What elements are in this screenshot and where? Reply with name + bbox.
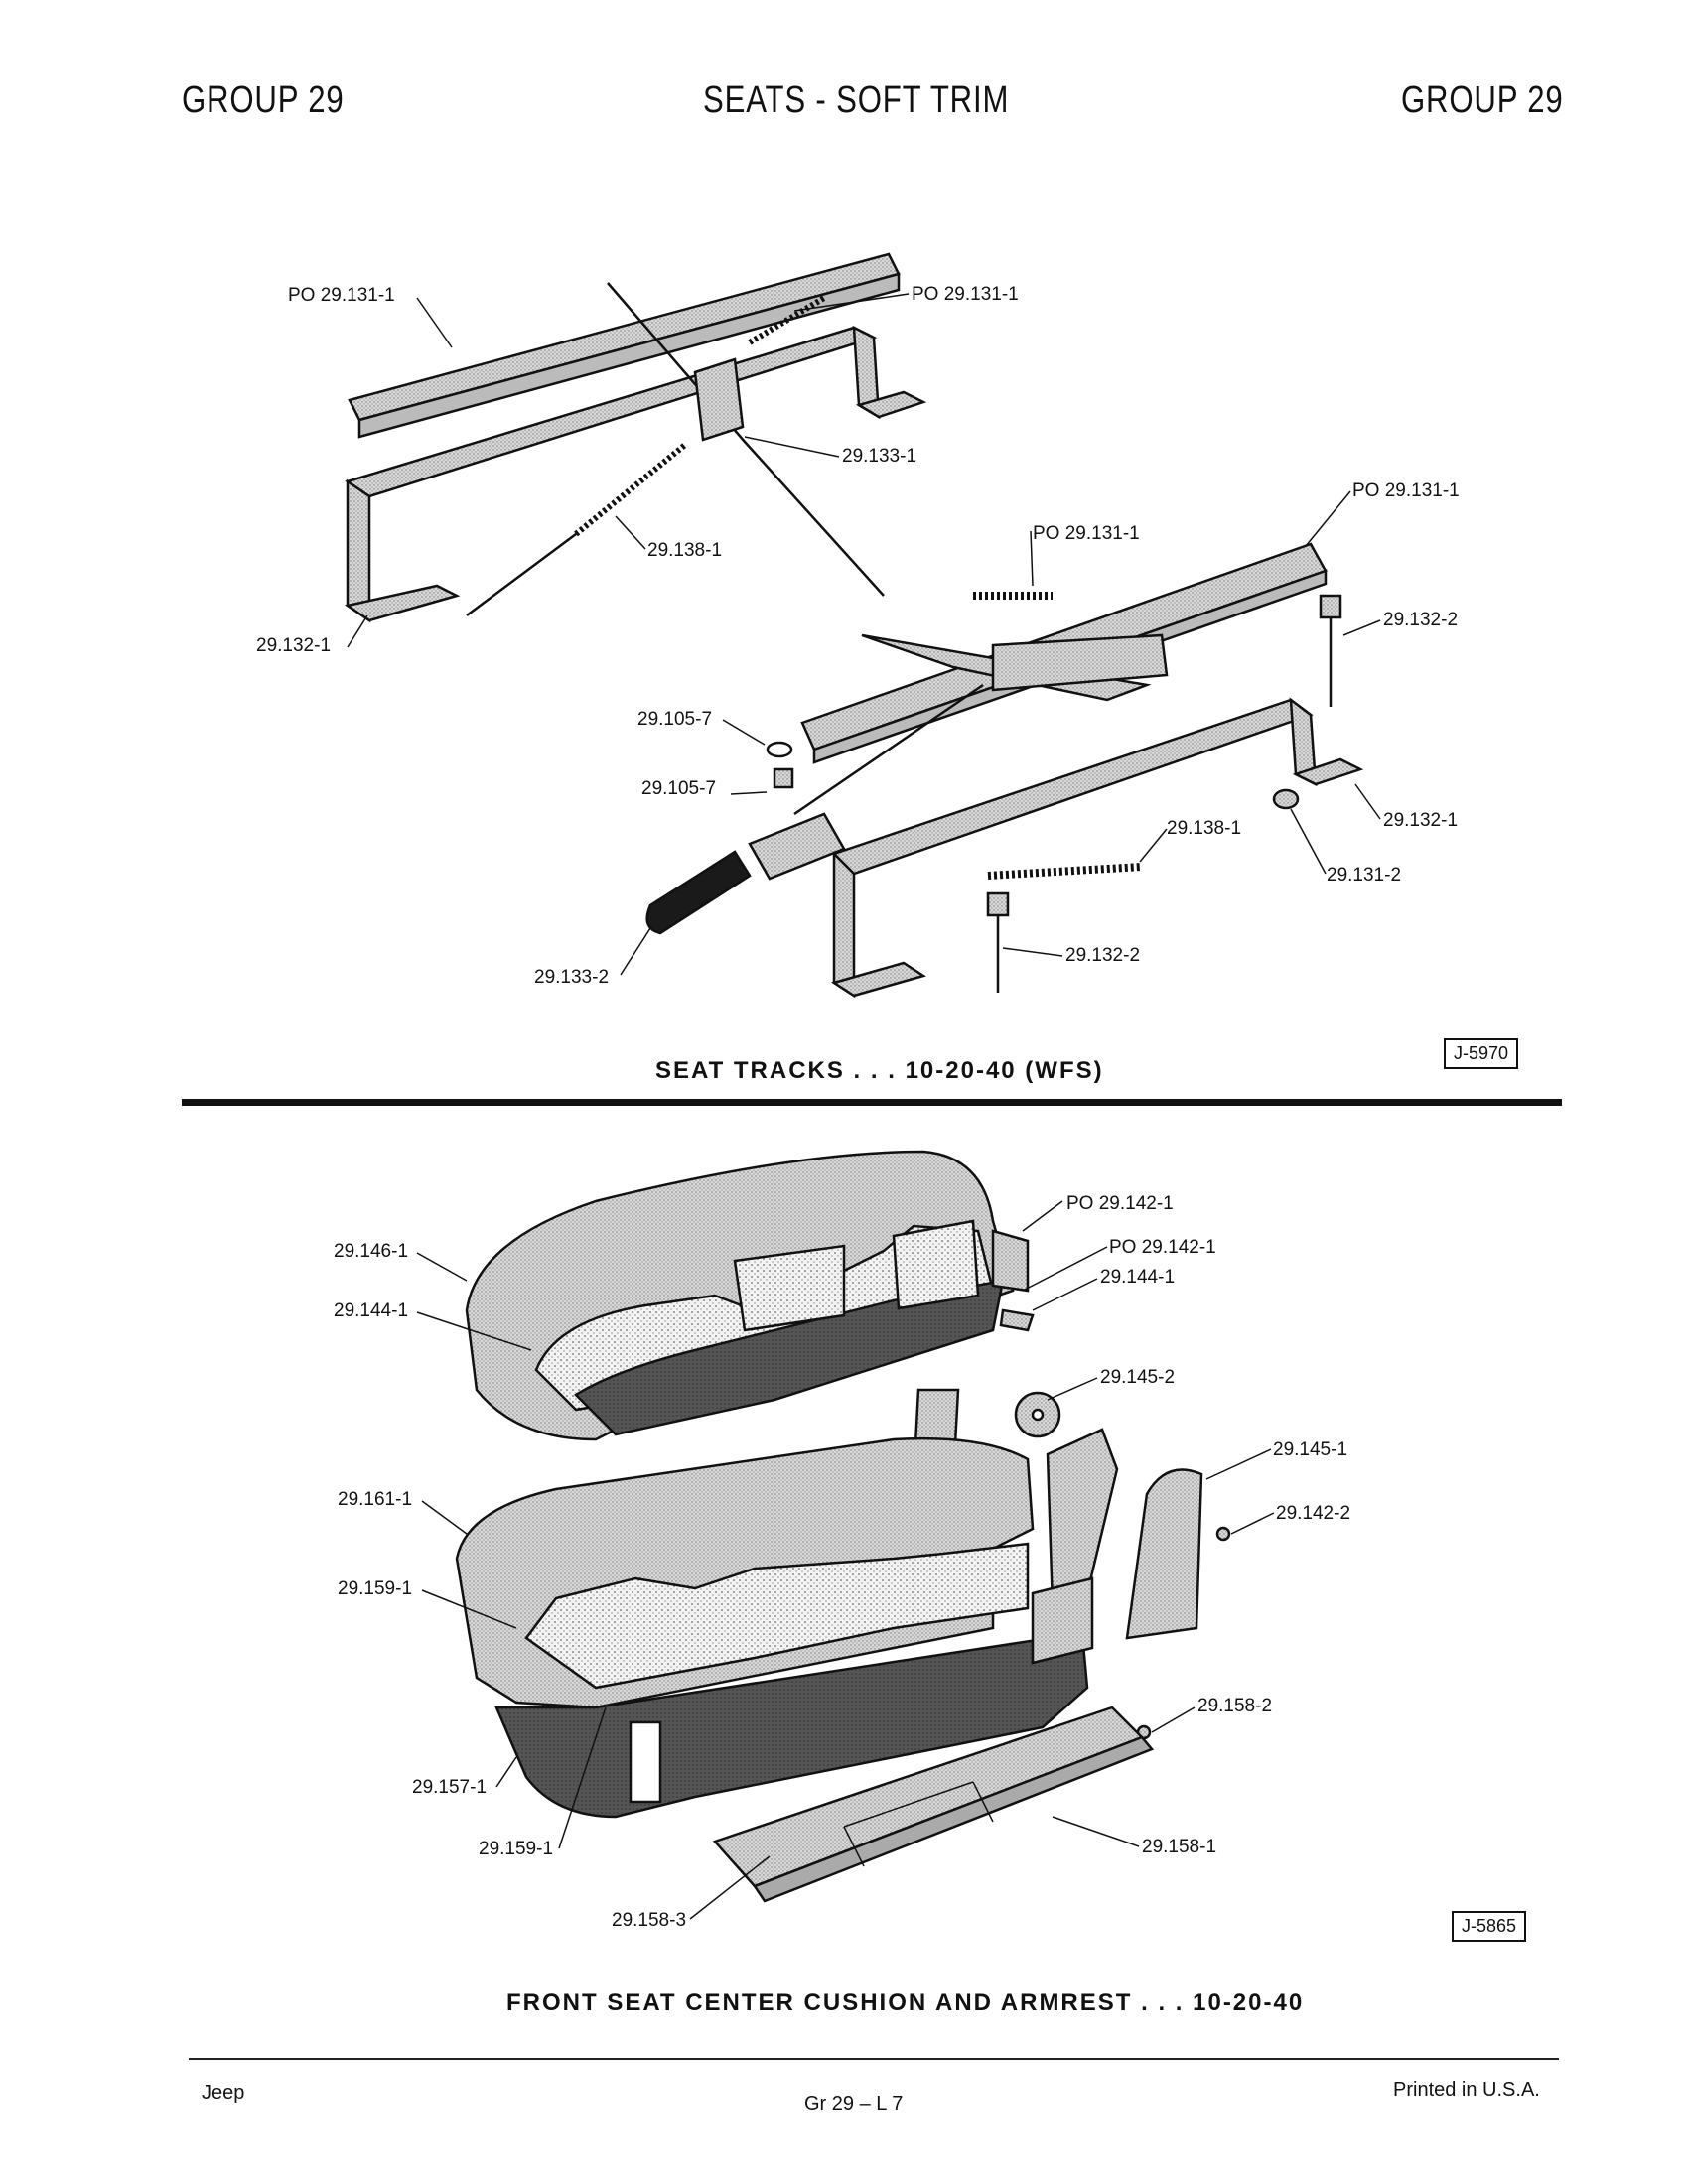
figure-caption-seat-tracks: SEAT TRACKS . . . 10-20-40 (WFS) xyxy=(655,1057,1104,1084)
callout-29-159-1-b: 29.159-1 xyxy=(479,1839,553,1859)
callout-29-157-1: 29.157-1 xyxy=(412,1777,487,1798)
callout-29-145-2: 29.145-2 xyxy=(1100,1367,1175,1388)
header-group-right: GROUP 29 xyxy=(1401,79,1564,121)
section-divider xyxy=(182,1099,1562,1106)
callout-29-145-1: 29.145-1 xyxy=(1273,1439,1347,1460)
callout-po-29-131-1-d: PO 29.131-1 xyxy=(1352,480,1460,501)
footer-printed: Printed in U.S.A. xyxy=(1393,2079,1540,2101)
callout-po-29-142-1-a: PO 29.142-1 xyxy=(1066,1193,1174,1214)
armrest-leaders xyxy=(416,1200,1275,1920)
figure-code-j-5970: J-5970 xyxy=(1444,1038,1519,1069)
armrest-callouts: PO 29.142-1 PO 29.142-1 29.146-1 29.144-… xyxy=(334,1193,1350,1931)
callout-29-158-3: 29.158-3 xyxy=(612,1910,686,1931)
callout-29-132-2-a: 29.132-2 xyxy=(1383,610,1458,630)
header-group-left: GROUP 29 xyxy=(182,79,345,121)
callout-po-29-131-1-c: PO 29.131-1 xyxy=(1033,523,1140,544)
armrest-illustration xyxy=(455,1150,1231,1903)
footer-page-number: Gr 29 – L 7 xyxy=(804,2093,904,2115)
footer-divider xyxy=(189,2058,1559,2060)
callout-29-158-1: 29.158-1 xyxy=(1142,1837,1216,1857)
figure-code-j-5865: J-5865 xyxy=(1452,1911,1527,1942)
seat-track-callouts: PO 29.131-1 PO 29.131-1 29.133-1 29.138-… xyxy=(256,284,1460,988)
callout-29-138-1-b: 29.138-1 xyxy=(1167,818,1241,839)
figure-caption-center-cushion: FRONT SEAT CENTER CUSHION AND ARMREST . … xyxy=(506,1989,1305,2016)
callout-29-132-1-a: 29.132-1 xyxy=(256,635,331,656)
footer-brand: Jeep xyxy=(202,2082,245,2104)
callout-29-133-1: 29.133-1 xyxy=(842,446,916,467)
callout-29-105-7-b: 29.105-7 xyxy=(641,778,716,799)
callout-29-105-7-a: 29.105-7 xyxy=(637,709,712,730)
callout-29-146-1: 29.146-1 xyxy=(334,1241,408,1262)
callout-29-159-1-a: 29.159-1 xyxy=(338,1578,412,1599)
callout-po-29-131-1-a: PO 29.131-1 xyxy=(288,285,395,306)
callout-29-132-1-b: 29.132-1 xyxy=(1383,810,1458,831)
callout-29-131-2: 29.131-2 xyxy=(1327,865,1401,886)
callout-29-144-1-b: 29.144-1 xyxy=(1100,1267,1175,1288)
header-title: SEATS - SOFT TRIM xyxy=(703,79,1010,121)
callout-29-133-2: 29.133-2 xyxy=(534,967,609,988)
callout-29-132-2-b: 29.132-2 xyxy=(1065,945,1140,966)
callout-29-138-1-a: 29.138-1 xyxy=(647,540,722,561)
callout-po-29-142-1-b: PO 29.142-1 xyxy=(1109,1237,1216,1258)
callout-29-158-2: 29.158-2 xyxy=(1197,1696,1272,1716)
seat-track-leaders xyxy=(347,293,1381,976)
callout-29-161-1: 29.161-1 xyxy=(338,1489,412,1510)
seat-track-illustration xyxy=(344,252,1364,999)
callout-29-144-1-a: 29.144-1 xyxy=(334,1300,408,1321)
callout-po-29-131-1-b: PO 29.131-1 xyxy=(912,284,1019,305)
callout-29-142-2: 29.142-2 xyxy=(1276,1503,1350,1524)
